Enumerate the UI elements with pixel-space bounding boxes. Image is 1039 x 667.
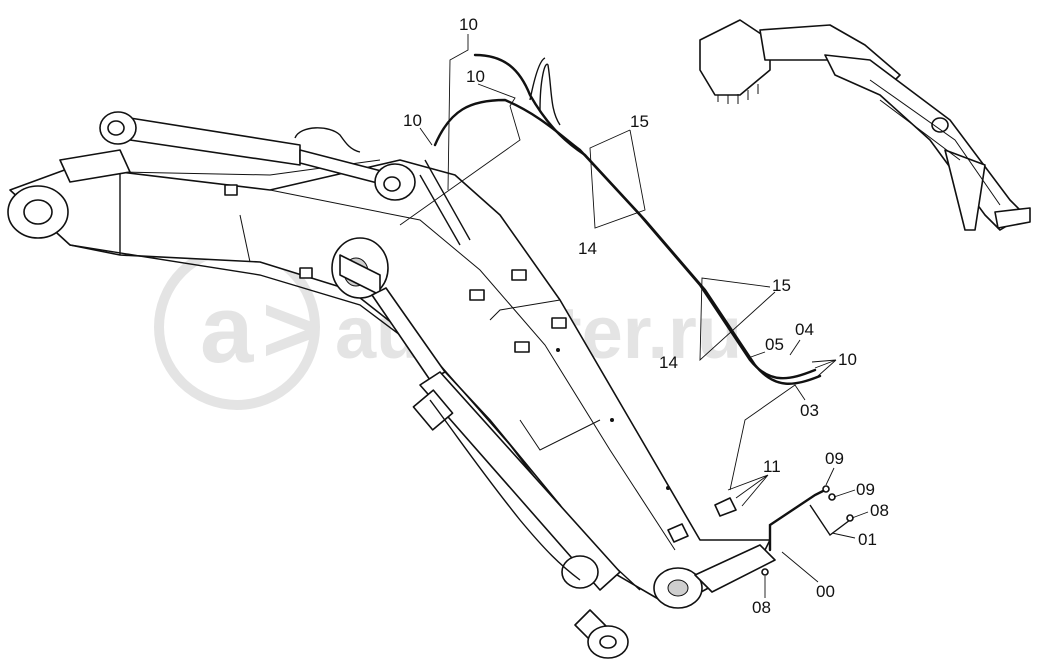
boom-foot-pin (23, 199, 53, 225)
callout-15-lower: 15 (772, 276, 791, 295)
leader-01 (831, 532, 856, 539)
callout-09-a: 09 (825, 449, 844, 468)
leader-10-left (419, 127, 433, 146)
bracket-h (667, 523, 689, 543)
bolt-3 (666, 486, 670, 490)
arm-cylinder-collar (412, 389, 454, 431)
callout-04: 04 (795, 320, 814, 339)
bracket-g (714, 497, 737, 517)
hose-lines (419, 53, 822, 385)
leader-09a (825, 467, 835, 486)
hose-down-line-2 (419, 174, 461, 246)
boom-cylinder-rod-pin (383, 176, 401, 192)
leader-15-lower (699, 277, 776, 362)
hose-main-b (473, 53, 822, 385)
boom-panel-line (239, 214, 251, 263)
inset-cylinder (944, 149, 986, 231)
bracket-f (224, 184, 238, 196)
bent-pipe-assembly (761, 485, 854, 576)
callouts: 10 10 10 15 14 15 04 05 14 10 03 11 09 0… (403, 15, 889, 617)
callout-10-top: 10 (459, 15, 478, 34)
hose-loop-top (539, 63, 561, 126)
bent-pipe-2 (809, 504, 851, 537)
callout-10-right: 10 (838, 350, 857, 369)
inset-boom-foot (994, 207, 1031, 229)
arm-cylinder-hose (429, 399, 581, 581)
boom-foot-bracket (59, 149, 131, 183)
inset-bucket-teeth (717, 84, 759, 104)
bolt-2 (610, 418, 614, 422)
leader-10-right (811, 359, 837, 377)
callout-14-lower: 14 (659, 353, 678, 372)
arm-cylinder (371, 287, 629, 659)
watermark-logo-arrow: > (262, 276, 318, 383)
leader-03 (729, 384, 806, 491)
callout-09-b: 09 (856, 480, 875, 499)
bracket-a (469, 289, 485, 301)
bolt-1 (556, 348, 560, 352)
inset-bucket (699, 19, 771, 96)
arm-cylinder-body (419, 371, 621, 591)
bracket-d (514, 341, 530, 353)
fitting-08b (761, 568, 769, 576)
boom-panel-line-3 (519, 419, 601, 451)
inset-boss (931, 117, 949, 133)
boom-cylinder-eye-pin (107, 120, 125, 136)
boom-tip-pin-shaft (694, 544, 776, 593)
callout-01: 01 (858, 530, 877, 549)
arm-cylinder-end-pin (599, 635, 617, 649)
leader-00 (781, 551, 819, 583)
inset-boom (824, 54, 1026, 231)
boom-panel-line-2 (489, 299, 561, 321)
leader-04 (789, 339, 801, 356)
cylinder-hose-loop (294, 127, 361, 153)
bent-pipe (768, 488, 827, 552)
leader-11 (727, 474, 769, 507)
callout-08-right: 08 (870, 501, 889, 520)
bracket-c (551, 317, 567, 329)
hose-down-line (424, 159, 471, 241)
arm-cylinder-rod (371, 287, 446, 381)
callout-11: 11 (763, 457, 781, 476)
leaders (399, 34, 869, 598)
callout-03: 03 (800, 401, 819, 420)
callout-10-upper: 10 (466, 67, 485, 86)
watermark-logo-letter: a (200, 276, 254, 383)
callout-00: 00 (816, 582, 835, 601)
leader-05 (747, 351, 766, 359)
boom-upper-plate (9, 159, 771, 601)
callout-10-left: 10 (403, 111, 422, 130)
callout-08-bottom: 08 (752, 598, 771, 617)
callout-15-upper: 15 (630, 112, 649, 131)
leader-15-upper (589, 129, 646, 229)
arm-cylinder-end-boss (561, 555, 599, 589)
callout-14-upper: 14 (578, 239, 597, 258)
boom-tip-pin (667, 579, 689, 597)
hose-loop-top-2 (529, 57, 546, 101)
fitting-09a (822, 485, 830, 493)
callout-05: 05 (765, 335, 784, 354)
inset-overview (699, 19, 1031, 231)
inset-lines (869, 79, 1001, 206)
bracket-b (511, 269, 527, 281)
leader-08r (851, 511, 869, 519)
leader-09b (833, 489, 856, 498)
leader-10-top (447, 34, 469, 191)
boom-cylinder-body (129, 117, 301, 166)
boom (7, 149, 776, 609)
boom-cylinder (99, 111, 416, 201)
bracket-e (299, 267, 313, 279)
leader-10-upper (399, 83, 521, 226)
